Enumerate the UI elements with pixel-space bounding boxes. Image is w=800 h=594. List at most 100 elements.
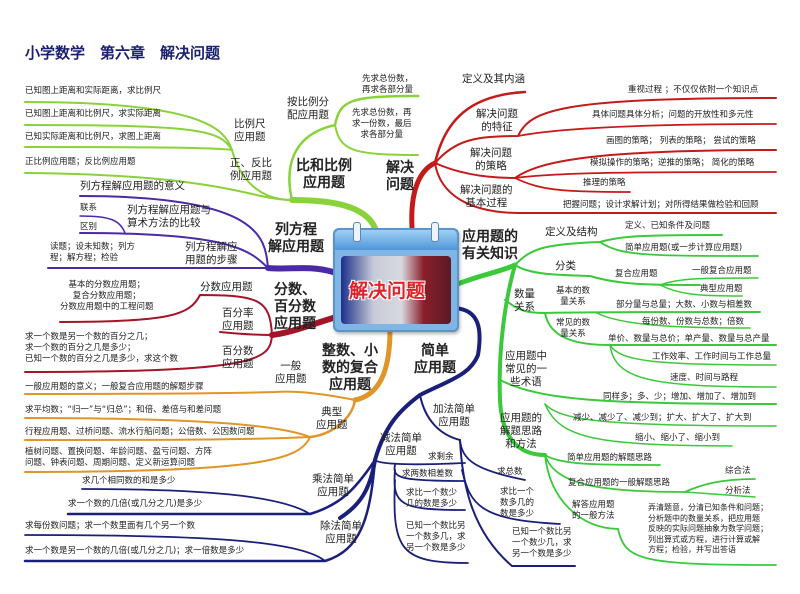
leaf: 求一个数是另一个数的百分之几； 求一个数的百分之几是多少； 已知一个数的百分之几…: [25, 332, 179, 364]
leaf: 同样多；多、少；增加、增加了、增加到: [603, 392, 757, 402]
node-common: 常见的数 量关系: [556, 318, 591, 339]
leaf: 读题；设未知数；列方 程；解方程；检验: [50, 242, 136, 263]
node-class: 分类: [555, 260, 576, 272]
leaf: 部分量与总量；大数、小数与相差数: [616, 300, 753, 310]
node-method: 应用题的 解题思路 和方法: [500, 412, 542, 450]
equation-branch-lines: [47, 195, 336, 275]
leaf: 分析法: [725, 486, 751, 496]
leaf: 区别: [80, 222, 98, 232]
node-compare: 列方程解应用题与 算术方法的比较: [127, 204, 211, 229]
leaf: 求比一个 数多几的 数是多少: [500, 487, 535, 519]
node-rate: 百分率 应用题: [222, 307, 254, 332]
node-general: 一般 应用题: [275, 360, 307, 385]
leaf: 复合应用题的一般解题思路: [568, 478, 671, 488]
node-feature: 解决问题 的特征: [476, 108, 518, 133]
leaf: 画图的策略； 列表的策略； 尝试的策略: [606, 136, 756, 146]
leaf: 缩小、缩小了、缩小到: [635, 433, 721, 443]
leaf: 基本的分数应用题； 复合分数应用题； 分数应用题中的工程问题: [60, 280, 154, 312]
node-basic: 基本的数 量关系: [556, 286, 591, 307]
node-knowledge: 应用题的 有关知识: [462, 229, 518, 262]
leaf: 速度、时间与路程: [670, 373, 739, 383]
leaf: 先求总份数，再 求一份数，最后 求各部分量: [352, 108, 412, 140]
center-label: 解决问题: [349, 280, 426, 302]
node-compound: 复合应用题: [615, 269, 658, 279]
leaf: 正比例应用题；反比例应用题: [25, 157, 136, 167]
node-add: 加法简单 应用题: [433, 403, 475, 428]
leaf: 已知图上距离和比例尺，求实际距离: [25, 109, 162, 119]
leaf: 一般复合应用题: [692, 266, 752, 276]
leaf: 求一个数是另一个数的几倍(或几分之几)；求一倍数是多少: [25, 546, 245, 556]
node-equation: 列方程 解应用题: [268, 222, 324, 255]
leaf: 已知一个数比另 一个数少几，求 另一个数是多少: [512, 527, 572, 559]
leaf: 简单应用题(或一步计算应用题): [625, 243, 743, 253]
leaf: 求总数: [497, 467, 523, 477]
leaf: 把握问题；设计求解计划；对所得结果做检验和回顾: [563, 200, 759, 210]
node-general-method: 解答应用题 的一般方法: [572, 500, 615, 521]
calendar-ring-icon: [431, 222, 439, 242]
node-typical: 典型 应用题: [316, 406, 348, 431]
leaf: 具体问题具体分析；问题的开放性和多元性: [592, 110, 754, 120]
leaf: 已知图上距离和实际距离，求比例尺: [25, 86, 162, 96]
leaf: 已知实际距离和比例尺，求图上距离: [25, 132, 162, 142]
solve-branch-lines: [409, 90, 777, 231]
leaf: 已知一个数比另 一个数多几，求 另一个数是多少: [406, 521, 466, 553]
leaf: 先求总份数， 再求各部分量: [362, 74, 414, 95]
leaf: 求一个数的几倍(或几分之几)是多少: [68, 499, 203, 509]
node-relation: 数量 关系: [514, 288, 535, 313]
node-definition: 定义及其内涵: [462, 73, 525, 85]
leaf: 模拟操作的策略；逆推的策略； 简化的策略: [590, 158, 755, 168]
knowledge-branch-lines: [452, 234, 777, 566]
node-direct-inverse: 正、反比 例应用题: [230, 157, 272, 182]
leaf: 一般应用题的意义；一般复合应用题的解题步骤: [25, 382, 204, 392]
leaf: 联系: [80, 203, 98, 213]
leaf: 行程应用题、过桥问题、流水行船问题；公倍数、公因数问题: [25, 427, 255, 437]
node-ratio: 比和比例 应用题: [296, 158, 352, 191]
leaf: 综合法: [725, 466, 751, 476]
node-steps: 列方程解应 用题的步骤: [185, 241, 238, 266]
node-structure: 定义及结构: [545, 226, 598, 238]
node-simple: 简单 应用题: [414, 343, 456, 376]
leaf: 弄清题意，分清已知条件和问题； 分析题中的数量关系，把应用题 反映的实际问题抽象…: [648, 503, 768, 554]
node-frac: 分数应用题: [200, 281, 253, 293]
node-integer: 整数、小 数的复合 应用题: [322, 343, 378, 393]
leaf: 求每份数问题；求一个数里面有几个另一个数: [25, 521, 196, 531]
leaf: 重视过程 ；不仅仅依附一个知识点: [628, 85, 759, 95]
leaf: 定义、已知条件及问题: [625, 221, 711, 231]
center-calendar-node: 解决问题: [333, 222, 459, 332]
calendar-header: [335, 230, 457, 250]
leaf: 植树问题、置换问题、年龄问题、盈亏问题、方阵 问题、钟表问题、周期问题、定义新运…: [25, 447, 213, 468]
simple-branch-lines: [23, 306, 576, 567]
leaf: 求两数相差数: [402, 469, 454, 479]
node-div: 除法简单 应用题: [320, 520, 362, 545]
node-distribution: 按比例分 配应用题: [287, 96, 329, 121]
leaf: 单价、数量与总价；单产量、数量与总产量: [608, 334, 770, 344]
node-terms: 应用题中 常见的一 些术语: [505, 350, 547, 388]
node-strategy: 解决问题 的策略: [470, 147, 512, 172]
leaf: 减少、减少了、减少到；扩大、扩大了、扩大到: [573, 413, 752, 423]
leaf: 简单应用题的解题思路: [567, 453, 653, 463]
leaf: 每份数、份数与总数；倍数: [642, 317, 745, 327]
leaf: 典型应用题: [700, 284, 743, 294]
fraction-branch-lines: [24, 293, 336, 373]
node-process: 解决问题的 基本过程: [460, 184, 513, 209]
center-image: 解决问题: [341, 256, 451, 324]
calendar-ring-icon: [353, 222, 361, 242]
node-percent: 百分数 应用题: [222, 345, 254, 370]
leaf: 求平均数；“归一”与“归总”；和倍、差倍与和差问题: [25, 405, 222, 415]
integer-branch-lines: [24, 327, 393, 473]
leaf: 求几个相同数的和是多少: [82, 476, 176, 486]
node-mul: 乘法简单 应用题: [312, 473, 354, 498]
node-sub: 减法简单 应用题: [380, 432, 422, 457]
node-fraction: 分数、 百分数 应用题: [274, 282, 316, 332]
ratio-branch-lines: [24, 94, 420, 231]
node-solve: 解决 问题: [386, 160, 414, 193]
node-scale: 比例尺 应用题: [234, 118, 266, 143]
page-title: 小学数学 第六章 解决问题: [25, 44, 221, 62]
leaf: 工作效率、工作时间与工作总量: [652, 352, 772, 362]
leaf: 求剩余: [428, 452, 454, 462]
leaf: 列方程解应用题的意义: [80, 180, 185, 192]
leaf: 求比一个数少 几的数是多少: [406, 488, 458, 509]
leaf: 推理的策略: [583, 178, 626, 188]
